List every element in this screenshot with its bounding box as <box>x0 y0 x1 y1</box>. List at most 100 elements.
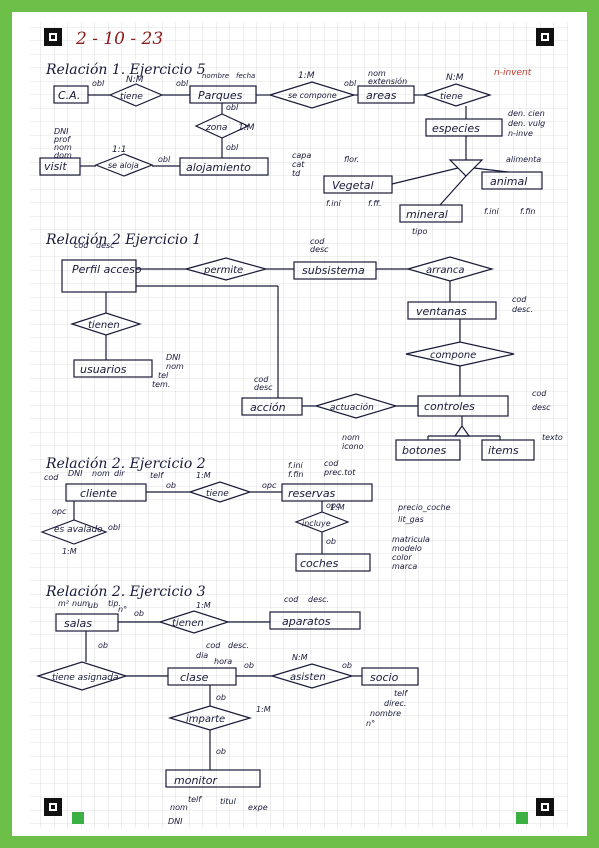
attribute-label: telf <box>188 795 202 804</box>
participation-label: ob <box>166 481 176 490</box>
section-3-diagram: Relación 2. Ejercicio 2 <box>40 456 373 572</box>
entity-label: acción <box>250 401 286 414</box>
relationship-label: tiene <box>440 92 463 102</box>
attribute-label: dir <box>114 469 125 478</box>
relationship-label: tienen <box>88 320 120 331</box>
relationship-label: incluye <box>302 519 331 528</box>
cardinality-label: 1:M <box>62 547 77 556</box>
section-1-diagram: Relación 1. Ejercicio 5 <box>39 62 543 223</box>
attribute-label: modelo <box>392 544 422 553</box>
entity-label: botones <box>402 444 446 457</box>
entity-box <box>323 175 393 194</box>
cardinality-label: 1:M <box>298 71 315 81</box>
attribute-label: cod <box>324 459 339 468</box>
participation-label: ob <box>216 747 226 756</box>
relationship-label: imparte <box>186 714 225 725</box>
attribute-label: lit_gas <box>398 515 424 524</box>
entity-label: Vegetal <box>332 179 374 192</box>
corner-marker-bottom-right <box>516 798 554 824</box>
section-1-labels: C.A. tiene Parques se compone areas tien… <box>44 68 545 236</box>
entity-box <box>399 204 463 223</box>
attribute-label: matricula <box>392 535 430 544</box>
relationship-label: actuación <box>330 402 374 413</box>
attribute-label: nombre <box>202 72 229 80</box>
entity-label: visit <box>44 160 67 173</box>
participation-label: obl <box>176 79 189 88</box>
attribute-label: prec.tot <box>323 468 356 477</box>
attribute-label: desc. <box>308 595 329 604</box>
entity-label: ventanas <box>416 305 467 318</box>
entity-box <box>61 259 137 293</box>
cardinality-label: 1:M <box>330 503 345 512</box>
relationship-label: permite <box>203 265 243 276</box>
date-label: 2 - 10 - 23 <box>75 29 163 49</box>
section-4-labels: salas aparatos clase socio monitor tiene… <box>52 595 408 826</box>
participation-label: opc <box>326 501 341 510</box>
cardinality-label: N:M <box>126 75 144 85</box>
entity-label: salas <box>64 617 92 630</box>
attribute-label: nom <box>92 469 110 478</box>
entity-label: cliente <box>80 487 117 500</box>
attribute-label: extensión <box>368 76 407 86</box>
attribute-label: tipo <box>412 227 427 236</box>
participation-label: ob <box>216 693 226 702</box>
entity-box <box>481 171 543 190</box>
relationship-diamond <box>167 705 253 731</box>
attribute-label: DNI <box>68 469 83 478</box>
participation-label: ob <box>98 641 108 650</box>
attribute-label: tem. <box>152 380 170 389</box>
attribute-label: nom <box>170 803 188 812</box>
attribute-label: DNI <box>168 817 183 826</box>
attribute-label: tel <box>158 371 169 380</box>
entity-box <box>73 359 153 378</box>
attribute-label: f.ini <box>484 207 500 216</box>
section-3-labels: cliente reservas coches tiene es avalado… <box>44 459 451 571</box>
entity-box <box>425 118 503 137</box>
entity-box <box>295 553 371 572</box>
attribute-label: cod <box>284 595 299 604</box>
entity-box <box>165 769 261 788</box>
attribute-label: desc <box>310 245 329 254</box>
attribute-label: f.ini <box>326 199 342 208</box>
attribute-label: f.fin <box>520 207 535 216</box>
attribute-label: desc <box>254 383 273 392</box>
attribute-label: direc. <box>384 699 406 708</box>
entity-label: usuarios <box>80 363 127 376</box>
attribute-label: cod <box>310 237 325 246</box>
relationship-diamond <box>294 511 350 533</box>
attribute-label: desc. <box>228 641 249 650</box>
section-4-diagram: Relación 2. Ejercicio 3 <box>36 584 419 788</box>
section-2-diagram: Relación 2 Ejercicio 1 <box>45 232 535 461</box>
relationship-label: es avalado <box>54 525 103 535</box>
entity-label: coches <box>300 557 339 570</box>
entity-label: clase <box>180 671 209 684</box>
relationship-label: arranca <box>426 265 464 276</box>
section-3-title: Relación 2. Ejercicio 2 <box>45 456 206 472</box>
attribute-label: nom <box>368 69 386 78</box>
entity-label: monitor <box>174 774 219 787</box>
relationship-diamond <box>405 256 495 282</box>
participation-label: obl <box>108 523 121 532</box>
attribute-label: ub <box>88 601 98 610</box>
section-1-title: Relación 1. Ejercicio 5 <box>45 62 206 78</box>
grid-paper <box>30 22 568 828</box>
attribute-label: cod <box>532 389 547 398</box>
participation-label: obl <box>92 79 105 88</box>
attribute-label: f.ff. <box>368 199 382 208</box>
attribute-label: td <box>292 169 301 178</box>
entity-label: Parques <box>198 89 243 102</box>
attribute-label: cat <box>292 160 305 169</box>
attribute-label: tip. <box>108 599 121 608</box>
attribute-label: n-invent <box>494 68 532 78</box>
section-2-title: Relación 2 Ejercicio 1 <box>45 232 201 248</box>
attribute-label: desc <box>532 403 551 412</box>
attribute-label: DNI <box>54 127 69 136</box>
relationship-diamond <box>94 153 154 177</box>
attribute-label: f.fin <box>288 470 303 479</box>
relationship-diamond <box>405 341 515 367</box>
corner-marker-top-right <box>536 28 554 46</box>
attribute-label: color <box>392 553 412 562</box>
attribute-label: den. vulg <box>508 119 545 128</box>
attribute-label: telf <box>394 689 408 698</box>
relationship-label: asisten <box>290 672 326 683</box>
